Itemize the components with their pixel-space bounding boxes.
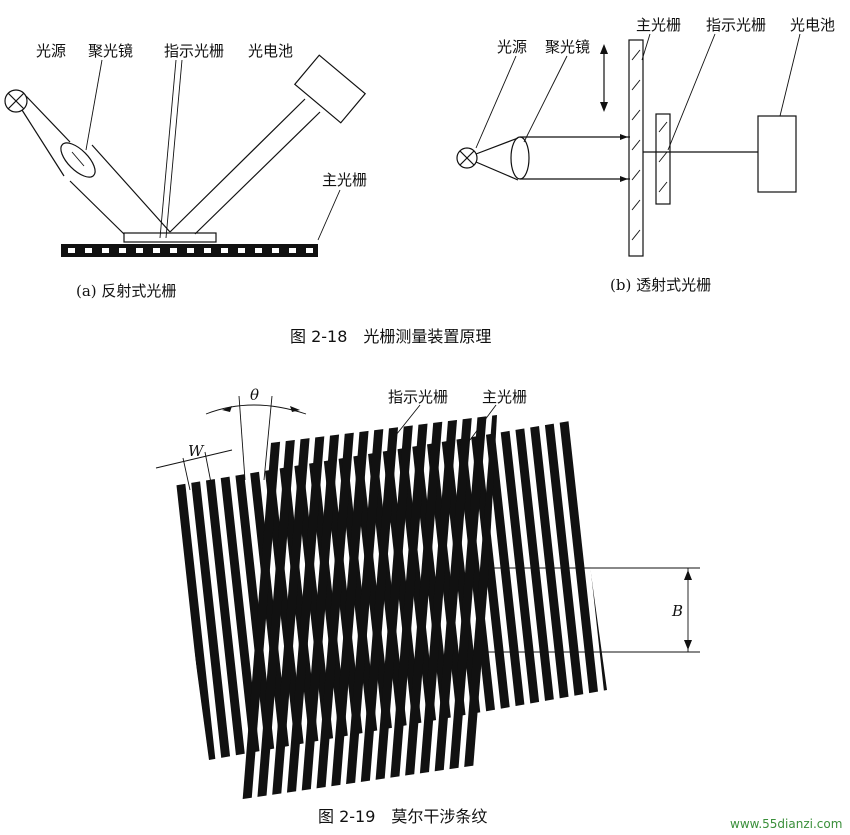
label-indicator-grating-b: 指示光栅	[706, 16, 766, 34]
main-grating-line	[555, 421, 607, 760]
label-indicator-grating-a: 指示光栅	[164, 42, 224, 60]
grating-slot	[204, 248, 211, 253]
w-label: W	[188, 442, 205, 460]
grating-slot	[102, 248, 109, 253]
label-photocell-a: 光电池	[248, 42, 293, 60]
label-main-grating-a: 主光栅	[322, 171, 367, 189]
indicator-grating-a	[123, 232, 217, 243]
indicator-grating-line	[416, 415, 461, 800]
indicator-grating-line	[387, 415, 431, 800]
photocell-b	[757, 115, 797, 193]
label-main-grating-19: 主光栅	[482, 388, 527, 406]
indicator-grating-line	[299, 415, 344, 800]
grating-slot	[85, 248, 92, 253]
main-grating-b	[628, 39, 644, 257]
label-light-source-a: 光源	[36, 42, 66, 60]
main-grating-line	[172, 421, 222, 760]
fig19-title: 图 2-19 莫尔干涉条纹	[318, 807, 487, 826]
indicator-grating-line	[241, 415, 285, 800]
indicator-grating-line	[401, 415, 446, 800]
watermark: www.55dianzi.com	[730, 817, 842, 831]
theta-label: θ	[250, 386, 259, 404]
indicator-grating-line	[270, 415, 315, 800]
condenser-lens-a	[60, 142, 96, 178]
main-grating-line	[600, 421, 607, 760]
label-light-source-b: 光源	[497, 38, 527, 56]
indicator-grating-line	[343, 415, 388, 800]
indicator-grating-line	[372, 415, 417, 800]
main-grating-line	[180, 421, 237, 760]
indicator-grating-line	[328, 415, 373, 800]
light-source-symbol-b	[456, 147, 478, 169]
main-grating-line	[615, 380, 672, 820]
label-lens-b: 聚光镜	[545, 38, 590, 56]
indicator-grating-line	[284, 415, 329, 800]
grating-slot	[170, 248, 177, 253]
indicator-grating-b	[655, 113, 671, 205]
main-grating-line	[570, 421, 607, 760]
grating-slot	[238, 248, 245, 253]
label-lens-a: 聚光镜	[88, 42, 133, 60]
main-grating-line	[585, 421, 607, 760]
indicator-grating-line	[430, 415, 475, 800]
main-grating-line	[195, 421, 252, 760]
label-photocell-b: 光电池	[790, 16, 835, 34]
diagram-transmissive: 光源 聚光镜 主光栅 指示光栅 光电池 (b) 透射式光栅	[456, 16, 835, 294]
moire-fringes-diagram: θ W B 指示光栅 主光栅	[155, 380, 700, 820]
grating-slot	[153, 248, 160, 253]
grating-slot	[68, 248, 75, 253]
caption-b: (b) 透射式光栅	[610, 276, 711, 294]
indicator-grating-line	[445, 415, 490, 800]
photocell-a	[293, 54, 367, 124]
fig18-title: 图 2-18 光栅测量装置原理	[290, 327, 491, 346]
condenser-lens-b	[510, 136, 530, 180]
indicator-grating-line	[314, 415, 358, 800]
grating-slot	[187, 248, 194, 253]
indicator-grating-line	[255, 415, 300, 800]
light-source-symbol-a	[4, 89, 28, 113]
label-indicator-grating-19: 指示光栅	[388, 388, 448, 406]
grating-slot	[136, 248, 143, 253]
label-main-grating-b: 主光栅	[636, 16, 681, 34]
caption-a: (a) 反射式光栅	[76, 282, 176, 300]
grating-slot	[119, 248, 126, 253]
b-label: B	[671, 602, 683, 620]
grating-slot	[289, 248, 296, 253]
grating-slot	[306, 248, 313, 253]
grating-slot	[221, 248, 228, 253]
grating-slot	[272, 248, 279, 253]
diagram-reflective: 光源 聚光镜 指示光栅 光电池 主光栅 (a) 反射式光栅	[4, 42, 367, 300]
indicator-grating-line	[357, 415, 402, 800]
grating-slot	[255, 248, 262, 253]
